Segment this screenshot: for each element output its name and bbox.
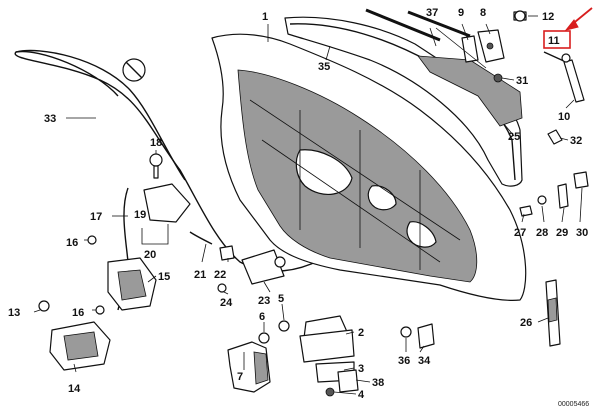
- callout-5: 5: [278, 293, 284, 305]
- callout-15: 15: [158, 271, 170, 283]
- lock-part-15-detail: [117, 269, 147, 301]
- callout-35: 35: [318, 61, 330, 73]
- bolt-part-18-shaft: [153, 165, 159, 179]
- callout-34: 34: [418, 355, 431, 367]
- actuator-part-23-knob: [274, 256, 286, 268]
- callout-25: 25: [508, 131, 520, 143]
- callout-1: 1: [262, 11, 268, 23]
- clip-part-16-a: [87, 235, 97, 245]
- catch-part-38: [337, 369, 359, 393]
- bracket-part-2-base: [299, 329, 355, 363]
- callout-9: 9: [458, 7, 464, 19]
- callout-27: 27: [514, 227, 526, 239]
- callout-33: 33: [44, 113, 56, 125]
- connector-part-22: [219, 245, 235, 261]
- callout-16a: 16: [66, 237, 78, 249]
- bracket-part-7-detail: [253, 351, 269, 385]
- callout-26: 26: [520, 317, 532, 329]
- seal-part-35: [284, 16, 523, 187]
- callout-38: 38: [372, 377, 384, 389]
- callout-18: 18: [150, 137, 162, 149]
- callout-29: 29: [556, 227, 568, 239]
- nut-part-30: [573, 171, 589, 189]
- cable-part-33: [14, 50, 321, 272]
- bracket-part-14-detail: [63, 331, 99, 361]
- callout-21: 21: [194, 269, 206, 281]
- trunk-lid-opening-2: [367, 185, 397, 211]
- trunk-lid-rib: [261, 139, 441, 263]
- lock-cylinder-part-19: [143, 183, 191, 223]
- callout-12: 12: [542, 11, 554, 23]
- plug-part-36: [400, 326, 412, 338]
- cable-clip-detail-line: [125, 61, 143, 79]
- callout-37: 37: [426, 7, 438, 19]
- gas-strut-part-10: [563, 59, 585, 103]
- reference-number: 00005466: [558, 401, 589, 408]
- callout-7: 7: [237, 371, 243, 383]
- bolt-part-32: [547, 129, 563, 145]
- leader-lines: [33, 15, 583, 395]
- washer-part-28: [537, 195, 547, 205]
- screw-part-4: [325, 387, 335, 397]
- trim-part-26-detail: [547, 297, 558, 323]
- screw-part-27: [519, 205, 533, 217]
- spoiler-part-25: [417, 55, 523, 127]
- callout-19: 19: [134, 209, 146, 221]
- callout-36: 36: [398, 355, 410, 367]
- highlight-arrow-head-icon: [564, 19, 579, 31]
- cable-part-21: [189, 231, 213, 245]
- actuator-part-23: [241, 249, 285, 285]
- callout-24: 24: [220, 297, 233, 309]
- bolt-part-29: [557, 183, 569, 209]
- callout-6: 6: [259, 311, 265, 323]
- callout-2: 2: [358, 327, 364, 339]
- callout-8: 8: [480, 7, 486, 19]
- clip-part-31: [493, 73, 503, 83]
- callout-10: 10: [558, 111, 570, 123]
- nut-part-5: [278, 320, 290, 332]
- bolt-part-18: [149, 153, 163, 167]
- trunk-lid-rib: [249, 99, 461, 241]
- callout-13: 13: [8, 307, 20, 319]
- trim-strip-part-37-b: [407, 10, 471, 38]
- callout-16b: 16: [72, 307, 84, 319]
- screw-part-13: [38, 300, 50, 312]
- bolt-part-12-head: [514, 10, 526, 22]
- callout-30: 30: [576, 227, 588, 239]
- strut-ball-part-11: [561, 53, 571, 63]
- screw-part-6: [258, 332, 270, 344]
- callout-17: 17: [90, 211, 102, 223]
- buffer-part-34: [417, 323, 435, 349]
- callout-3: 3: [358, 363, 364, 375]
- callout-28: 28: [536, 227, 548, 239]
- highlight-box-11: [543, 30, 571, 49]
- callout-22: 22: [214, 269, 226, 281]
- hinge-bolt: [486, 42, 494, 50]
- callout-11: 11: [548, 35, 560, 47]
- callout-32: 32: [570, 135, 582, 147]
- callout-23: 23: [258, 295, 270, 307]
- callout-4: 4: [358, 389, 365, 401]
- trunk-lid-opening-3: [406, 221, 437, 248]
- screw-part-24: [217, 283, 227, 293]
- trim-strip-part-37: [365, 8, 441, 42]
- callout-labels: 1 2 3 4 5 6 7 8 9 10 11 12 13 14 15 16 1…: [8, 7, 588, 401]
- cable-part-33-inner: [15, 49, 186, 181]
- callout-31: 31: [516, 75, 528, 87]
- callout-20: 20: [144, 249, 156, 261]
- hinge-part-9: [461, 35, 479, 63]
- clip-part-16-b: [95, 305, 105, 315]
- trunk-lid-opening-1: [295, 149, 353, 195]
- callout-14: 14: [68, 383, 81, 395]
